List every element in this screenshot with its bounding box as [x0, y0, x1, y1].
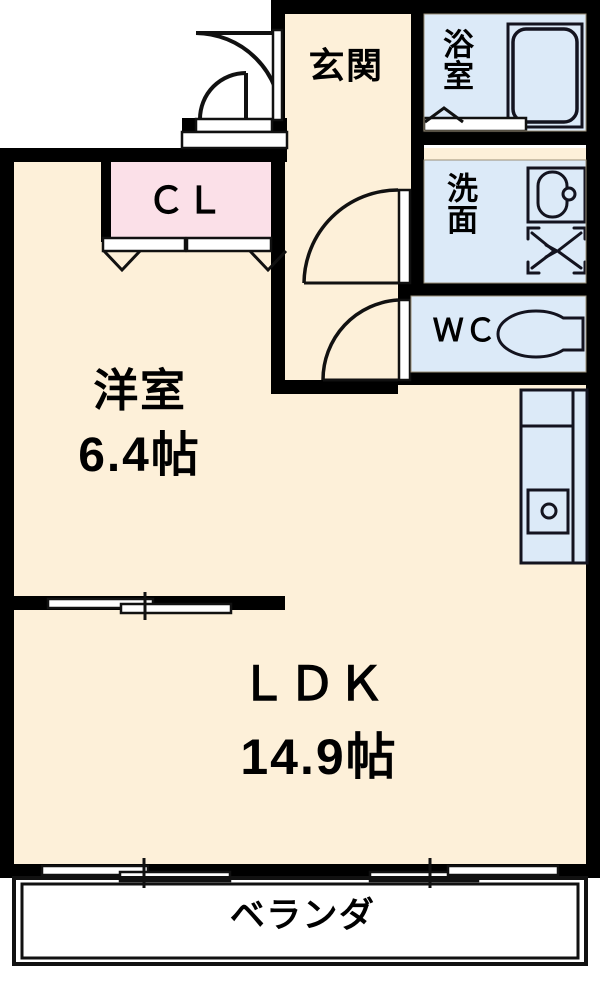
room-fill-closet — [101, 162, 271, 238]
entry-threshold — [180, 117, 289, 150]
wall-bath-senmen — [411, 131, 586, 145]
fixtures — [496, 22, 589, 565]
wall-right-outer — [586, 0, 600, 878]
washbasin-icon — [526, 166, 587, 224]
senmen-door — [302, 188, 412, 285]
wall-closet-right — [271, 162, 285, 242]
exterior-walls — [0, 0, 600, 878]
washing-machine-pan-icon — [526, 226, 587, 275]
wall-left-outer — [0, 148, 14, 878]
wall-top-left-body — [0, 148, 287, 162]
youshitsu-sliding-door — [46, 592, 233, 620]
veranda-outline — [12, 876, 588, 966]
room-fill-veranda — [14, 878, 586, 964]
wc-door — [321, 298, 412, 382]
kitchen-sink-icon — [519, 388, 589, 565]
wall-senmen-wc — [398, 283, 586, 296]
toilet-icon — [496, 309, 585, 359]
wall-closet-left — [101, 162, 111, 238]
wall-top — [271, 0, 600, 14]
wall-wc-bottom — [398, 372, 586, 385]
room-outlines — [410, 13, 587, 373]
shoebox-door — [198, 71, 248, 120]
bathtub-icon — [506, 22, 584, 129]
wall-corridor-bottom — [271, 380, 398, 394]
closet-doors — [101, 236, 288, 273]
wall-genkan-water-divider — [411, 0, 424, 296]
